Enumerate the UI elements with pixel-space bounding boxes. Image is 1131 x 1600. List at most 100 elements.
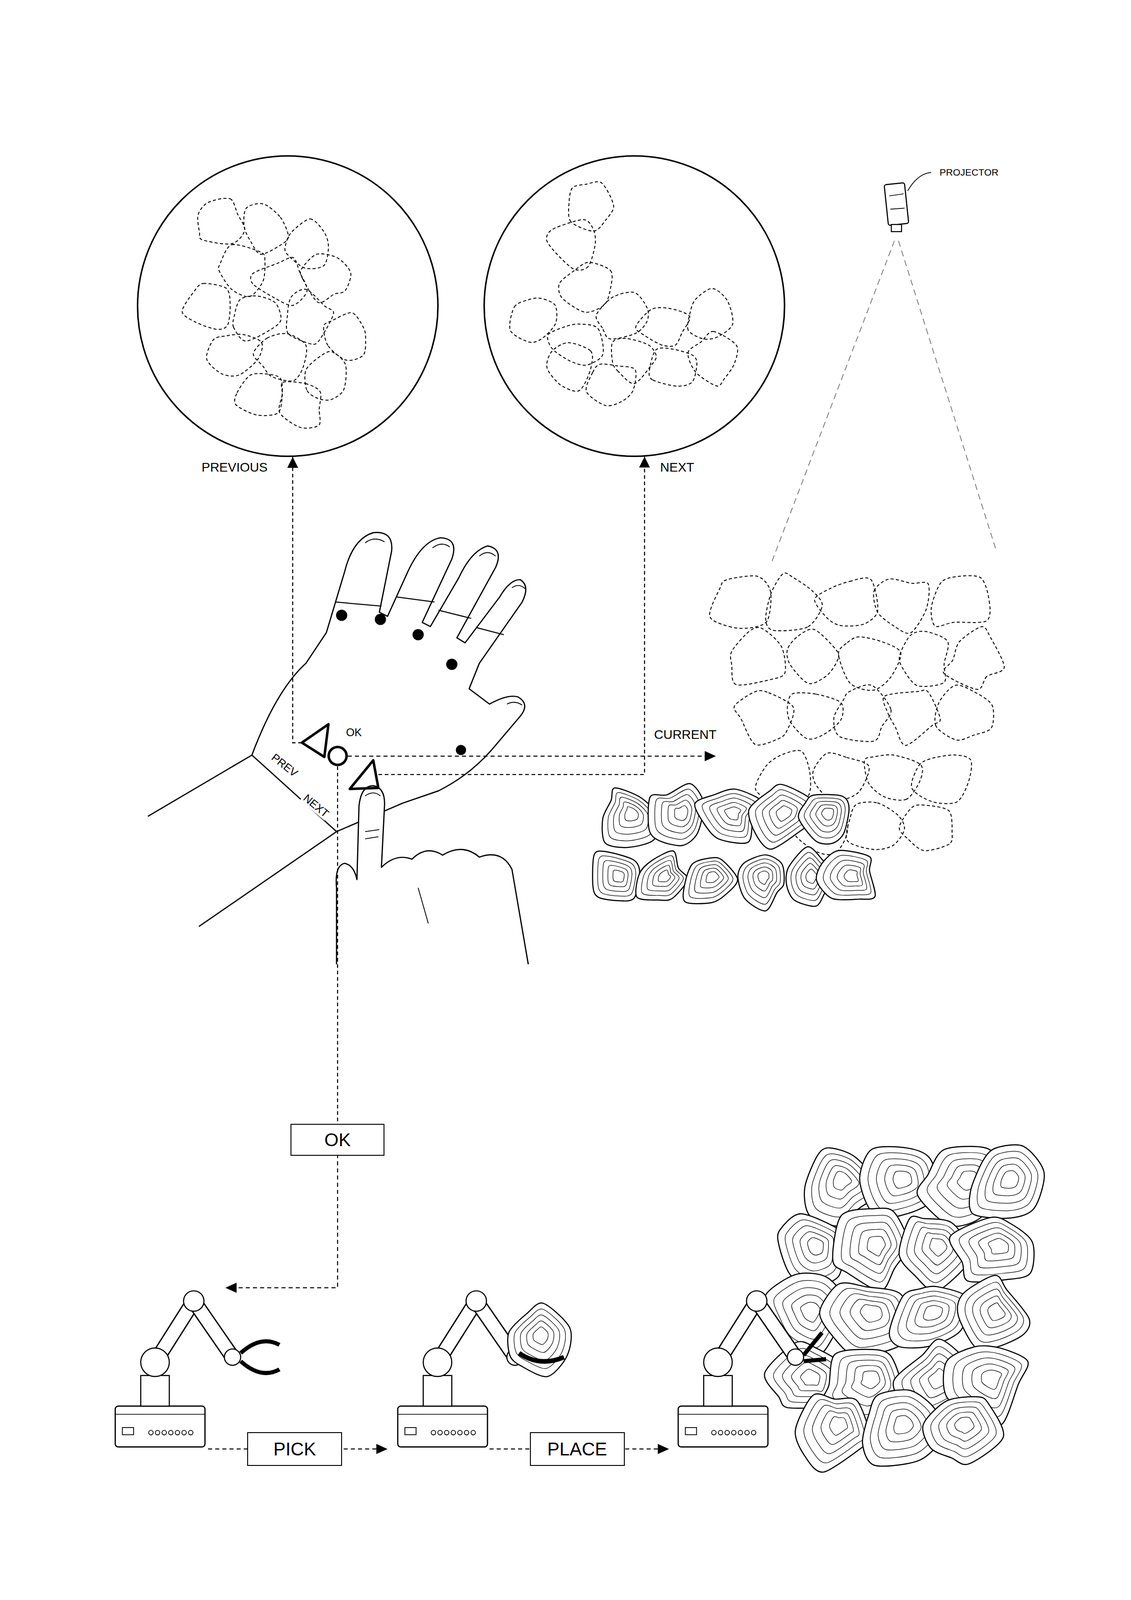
rock-contour [876,1158,925,1204]
option-label: PREVIOUS [200,460,270,475]
rock-contour [785,1219,840,1279]
rock-contour [602,860,633,892]
robot-base [678,1405,768,1447]
rock-outline [586,363,636,406]
rock [889,1286,969,1348]
rock-outline [787,628,839,684]
rock-contour [694,864,729,894]
finger-crease [418,887,429,924]
finger-crease [476,627,504,635]
rock-contour [850,1298,890,1331]
robot-base-detail [464,1430,469,1435]
box-label: OK [324,1129,351,1150]
robot-column [140,1375,170,1406]
rock [949,1217,1034,1282]
robot-base-detail [471,1430,476,1435]
rock-contour [985,1157,1032,1204]
robot-joint [787,1348,804,1366]
rock-contour [619,801,644,828]
rock-contour [923,1305,943,1320]
next-button-outline [349,760,379,789]
rock-contour [533,1326,549,1345]
rock [737,854,785,911]
arm-outline [147,755,252,817]
gripper [518,1353,564,1362]
part-label: PROJECTOR [938,167,1000,178]
rock-contour [820,1410,854,1445]
rock-contour [607,865,628,887]
step-box: PICK [247,1431,343,1466]
gripper [803,1332,822,1355]
fingernail [512,585,526,589]
robot-arm [397,1290,572,1447]
rock-contour [858,1229,892,1265]
rock-contour [829,1416,848,1436]
rock-outline [899,631,949,687]
rock-outline [635,307,691,347]
rock-outline [197,198,245,244]
robot-joint [140,1347,170,1377]
option-label: NEXT [658,460,696,475]
robot-base-detail [181,1430,187,1435]
rock-outline [833,684,892,742]
rock-outline [737,854,785,911]
hand-outline [336,785,529,965]
ok-line [234,1139,338,1288]
projector-detail [889,193,904,196]
robot-joint [423,1347,452,1377]
rock-contour [964,1281,1024,1343]
dashed-connector [337,766,338,1124]
rock-contour [724,806,742,820]
robot-base [397,1405,488,1447]
rock-contour [607,792,654,841]
ok-button: OK [327,745,348,767]
robot-column [703,1375,733,1406]
rock-outline [730,627,786,685]
rock-contour [597,855,637,897]
leader-line [907,172,931,191]
rock [507,1302,571,1377]
robot-base-detail [718,1430,723,1435]
rock-contour [762,794,804,836]
prev-button-outline [301,724,329,758]
rock-contour [860,1304,882,1322]
rock-outline [873,578,929,634]
rock-contour [769,800,798,829]
rock-contour [612,870,625,882]
rock-outline [596,291,649,339]
rock-contour [668,799,692,827]
rock-outline [648,783,704,846]
rock-contour [815,804,838,826]
finger-crease [335,601,382,607]
option-circle-outline [483,155,786,457]
rock-outline [509,297,557,343]
marker-dot [446,658,458,670]
rock-outline [911,754,972,804]
rock-outline [687,288,733,339]
robot-arm [678,1290,826,1447]
robot-joint [703,1347,733,1377]
rock-outline [899,804,953,851]
rock-outline [838,636,902,691]
rock-contour [526,1320,555,1353]
rock-outline [546,219,596,271]
robot-base-detail [725,1430,730,1435]
robot-joint [224,1348,241,1366]
rock-outline [611,338,657,384]
rock-outline [798,794,850,844]
rock-outline [765,572,823,631]
layout-outlines [181,181,738,428]
rock-outline [305,351,347,401]
rock [648,783,704,846]
projected-layout [709,572,1005,855]
rock-contour [977,1151,1038,1211]
rock [969,1144,1045,1219]
fingernail [506,702,523,706]
projector-lens [891,224,902,232]
rock-contour [906,1295,956,1334]
robot-base-detail [711,1430,716,1435]
finger-crease [396,596,435,602]
rock-contour [897,1291,963,1341]
rock-outline [889,1286,969,1348]
